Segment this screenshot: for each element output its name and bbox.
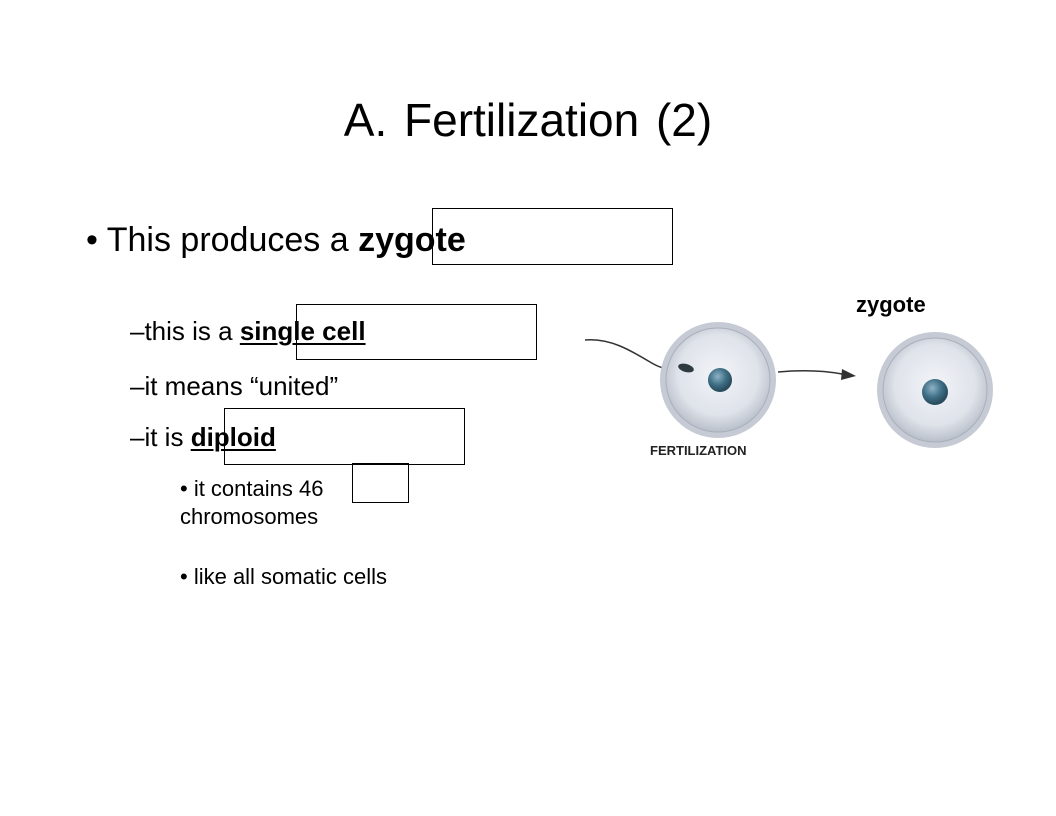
sub-item-prefix: –it is [130, 422, 191, 452]
arrow-head [841, 369, 856, 380]
slide-title: A. Fertilization (2) [343, 94, 713, 146]
fertilization-illustration: FERTILIZATION [584, 322, 993, 458]
egg-cell [660, 322, 776, 438]
sub-item-prefix: –this is a [130, 316, 240, 346]
answer-box-single-cell [296, 304, 537, 360]
answer-box-46 [352, 463, 409, 503]
zygote-nucleus [922, 379, 948, 405]
sub-item-single-cell: –this is a single cell [130, 315, 366, 347]
sub-sub-item-chromosomes: • it contains 46 chromosomes [180, 476, 323, 530]
sperm-head [678, 363, 694, 373]
answer-box-diploid [224, 408, 465, 465]
bullet-zygote: • This produces a zygote [86, 220, 466, 260]
fertilization-figure: FERTILIZATION [580, 290, 1000, 480]
answer-box-zygote [432, 208, 673, 265]
egg-nucleus [708, 368, 732, 392]
zygote-label: zygote [856, 292, 926, 317]
arrow-icon [777, 369, 843, 375]
bullet-prefix: • This produces a [86, 221, 359, 259]
sub-item-term: single cell [239, 316, 366, 346]
bullet-term: zygote [358, 221, 466, 259]
sub-item-united: –it means “united” [130, 371, 339, 401]
sub-item-term: diploid [190, 422, 276, 452]
sub-item-diploid: –it is diploid [130, 421, 276, 453]
zygote-cell [877, 332, 993, 448]
sub-sub-item-line1: • it contains 46 [180, 476, 324, 501]
sub-sub-item-line2: chromosomes [180, 504, 319, 529]
sub-sub-item-somatic: • like all somatic cells [180, 564, 387, 589]
fertilization-caption: FERTILIZATION [650, 443, 747, 458]
